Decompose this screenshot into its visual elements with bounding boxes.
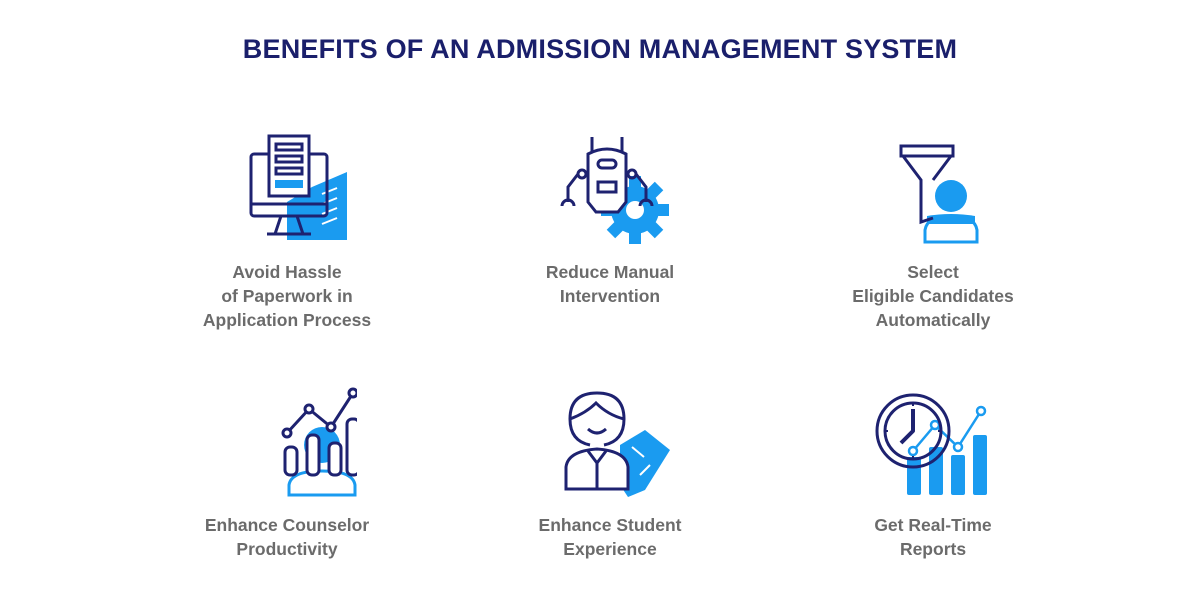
benefit-label: Enhance Counselor Productivity (157, 513, 417, 561)
benefit-label: Reduce Manual Intervention (480, 260, 740, 308)
label-line: Get Real-Time (874, 515, 992, 535)
label-line: Eligible Candidates (852, 286, 1014, 306)
label-line: of Paperwork in (221, 286, 353, 306)
label-line: Experience (563, 539, 657, 559)
label-line: Reports (899, 539, 967, 559)
page-title: BENEFITS OF AN ADMISSION MANAGEMENT SYST… (242, 34, 958, 64)
benefit-label: Select Eligible Candidates Automatically (803, 260, 1063, 332)
benefit-card-candidates: Select Eligible Candidates Automatically (803, 132, 1063, 332)
label-line: Productivity (236, 539, 338, 559)
benefit-label: Enhance Student Experience (480, 513, 740, 561)
chart-person-icon (281, 387, 357, 497)
label-line: Reduce Manual (545, 262, 675, 282)
benefit-card-manual: Reduce Manual Intervention (480, 132, 740, 308)
label-line: Application Process (202, 310, 372, 330)
label-line: Select (907, 262, 959, 282)
label-line: Automatically (875, 310, 991, 330)
benefit-label: Get Real-Time Reports (803, 513, 1063, 561)
clock-chart-icon (875, 393, 987, 495)
label-line: Enhance Counselor (204, 515, 370, 535)
benefit-card-experience: Enhance Student Experience (480, 385, 740, 561)
benefit-card-paperwork: Avoid Hassle of Paperwork in Application… (157, 132, 417, 332)
person-handshake-icon (564, 391, 670, 497)
benefit-card-productivity: Enhance Counselor Productivity (157, 385, 417, 561)
benefit-card-reports: Get Real-Time Reports (803, 385, 1063, 561)
benefit-label: Avoid Hassle of Paperwork in Application… (157, 260, 417, 332)
funnel-person-icon (899, 144, 979, 244)
label-line: Avoid Hassle (232, 262, 342, 282)
robot-gear-icon (560, 137, 669, 244)
label-line: Enhance Student (538, 515, 682, 535)
label-line: Intervention (559, 286, 661, 306)
computer-document-icon (249, 134, 347, 240)
